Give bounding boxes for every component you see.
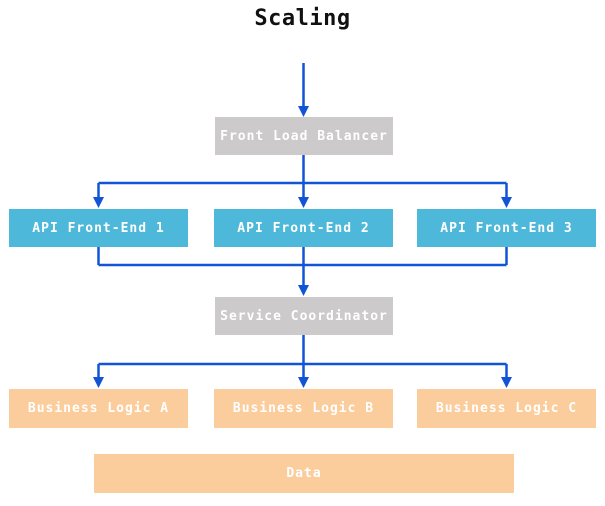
arrowhead-logic-c bbox=[501, 377, 512, 388]
arrowhead-api-1 bbox=[93, 197, 104, 208]
node-business-logic-a: Business Logic A bbox=[9, 389, 188, 428]
node-business-logic-c: Business Logic C bbox=[417, 389, 596, 428]
edge-apis-to-coordinator bbox=[97, 247, 508, 286]
edge-coordinator-to-logic bbox=[97, 335, 508, 378]
arrowhead-logic-a bbox=[93, 377, 104, 388]
node-data: Data bbox=[94, 454, 514, 493]
node-front-load-balancer: Front Load Balancer bbox=[215, 117, 393, 155]
arrowhead-api-3 bbox=[501, 197, 512, 208]
node-service-coordinator: Service Coordinator bbox=[215, 297, 393, 335]
arrowhead-load-balancer bbox=[298, 106, 309, 117]
node-api-front-end-3: API Front-End 3 bbox=[417, 209, 596, 247]
edge-load-balancer-to-apis bbox=[97, 155, 508, 198]
node-api-front-end-1: API Front-End 1 bbox=[9, 209, 188, 247]
arrowhead-coordinator bbox=[298, 285, 309, 296]
arrowhead-logic-b bbox=[298, 377, 309, 388]
node-business-logic-b: Business Logic B bbox=[214, 389, 393, 428]
diagram-title: Scaling bbox=[254, 6, 351, 31]
arrowhead-api-2 bbox=[298, 197, 309, 208]
node-api-front-end-2: API Front-End 2 bbox=[214, 209, 393, 247]
